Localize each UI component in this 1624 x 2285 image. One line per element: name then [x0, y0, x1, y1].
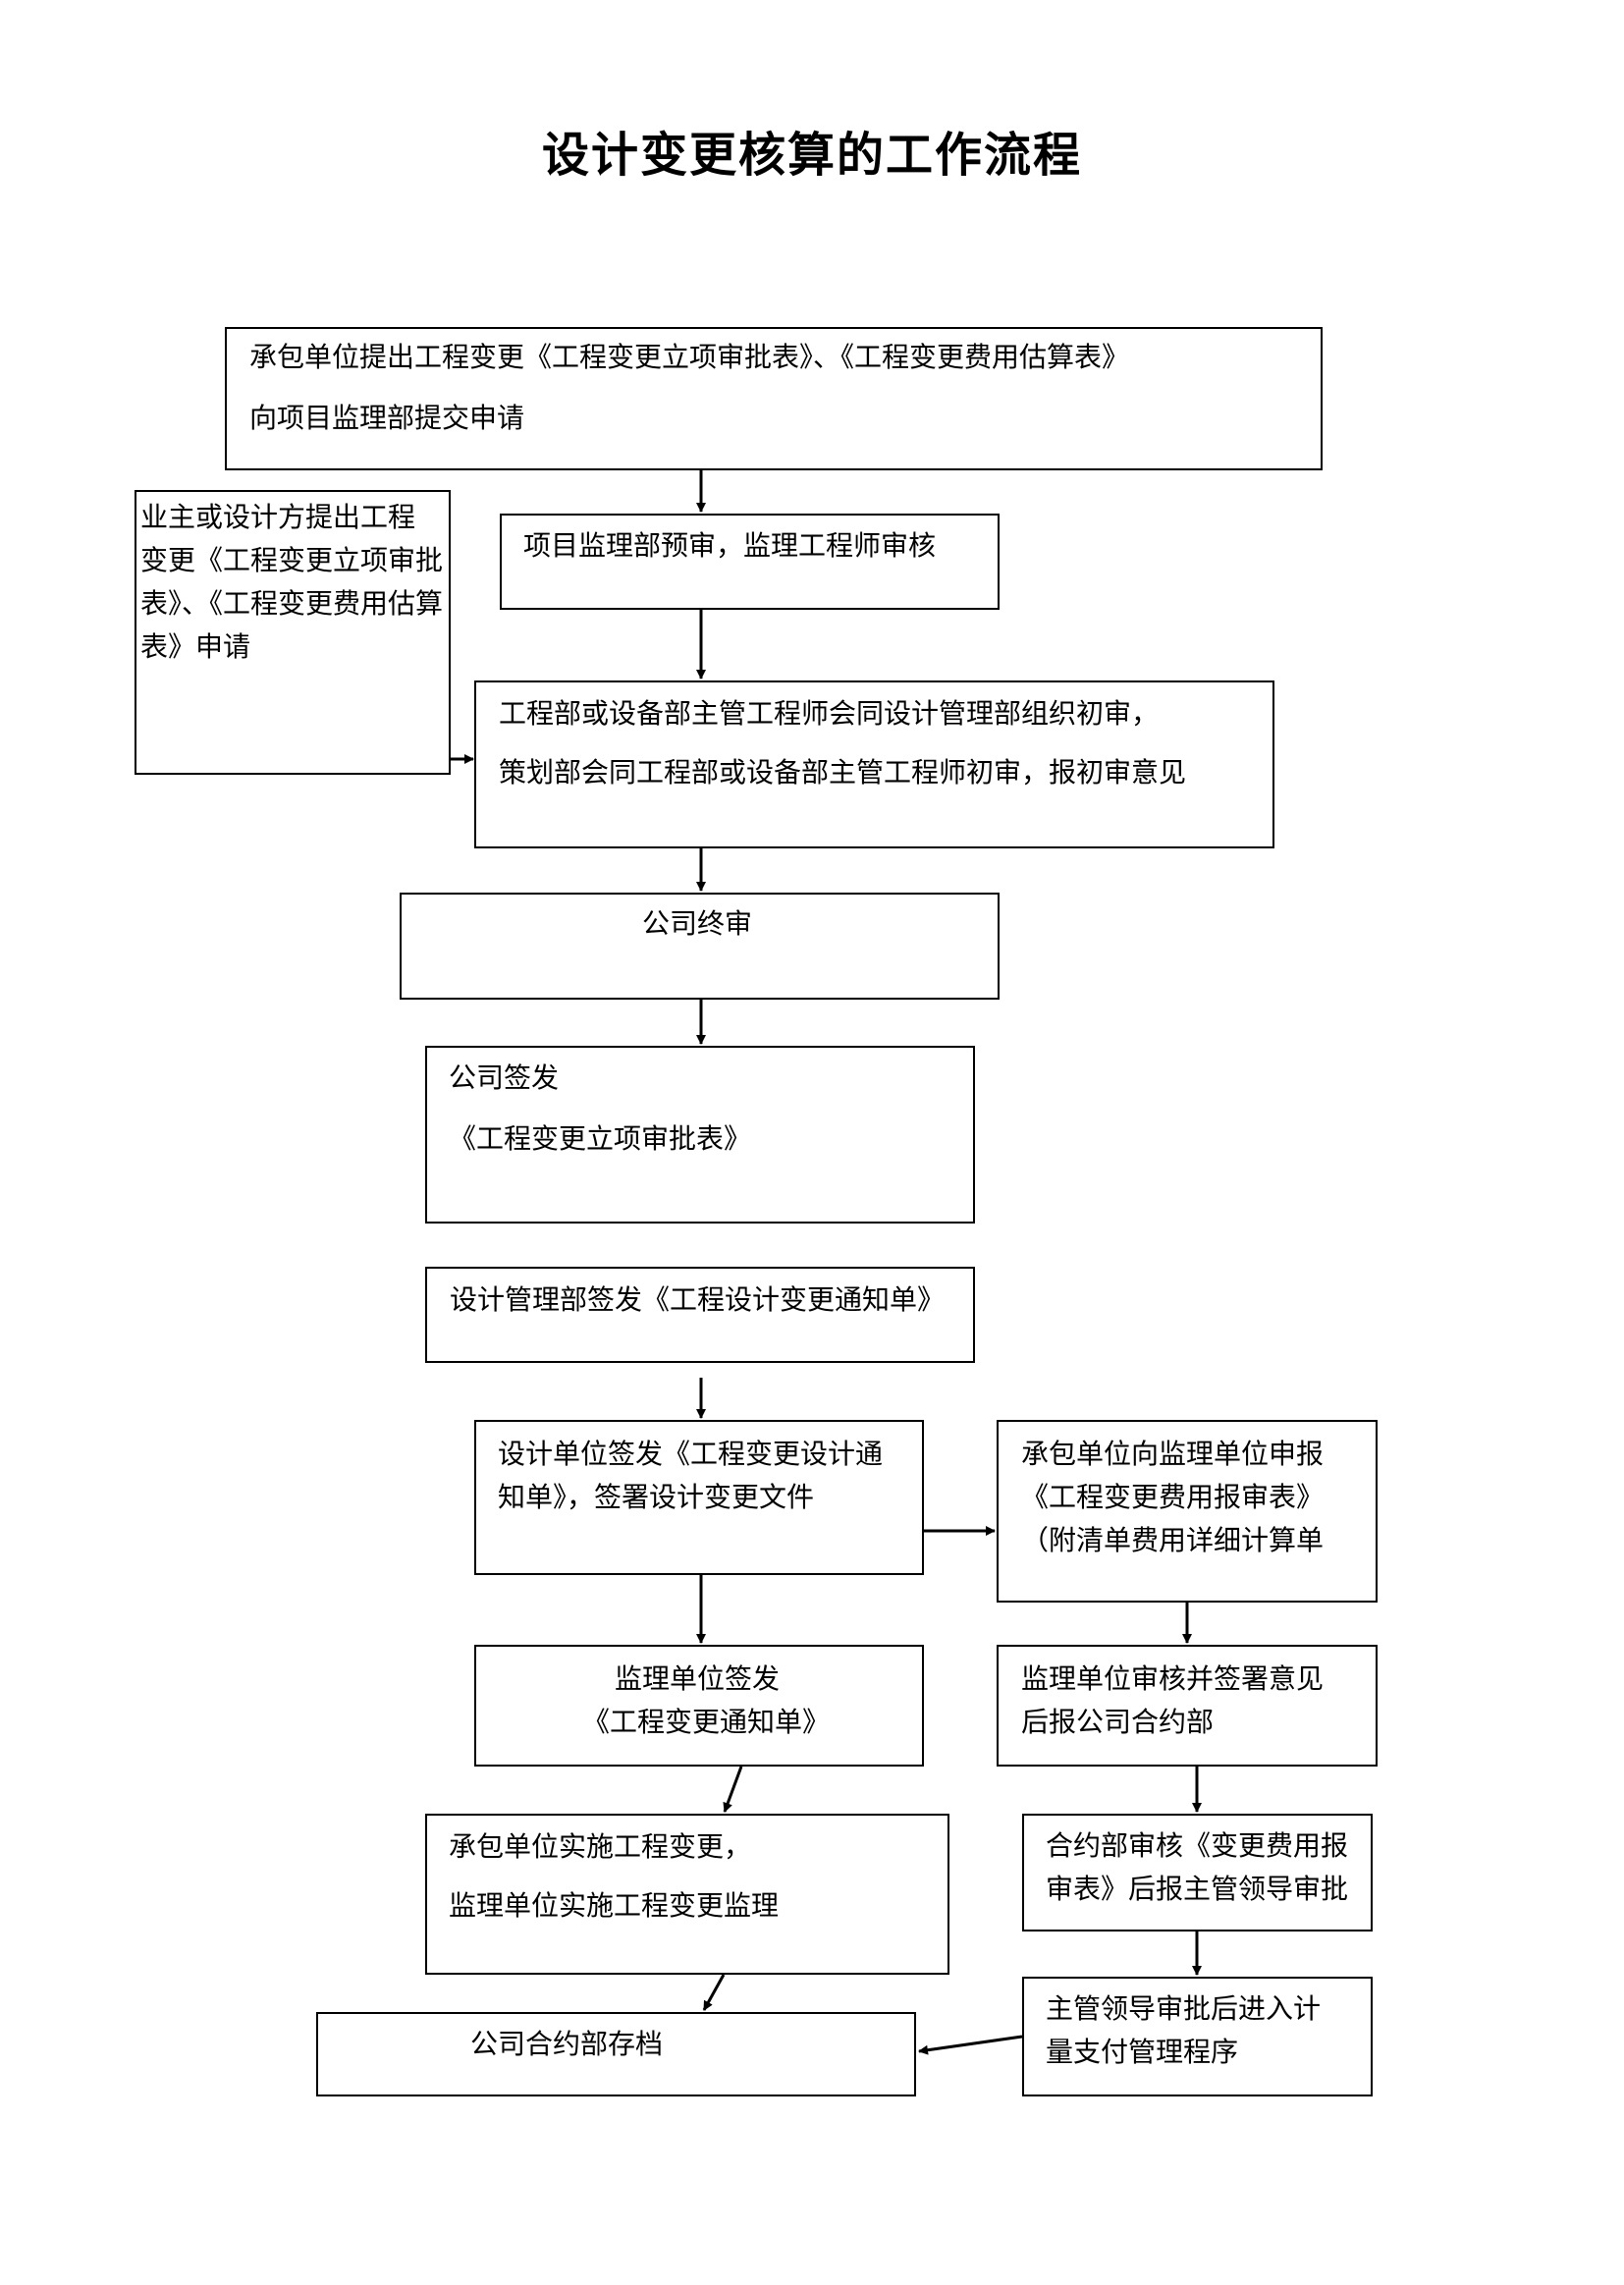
node-supervision-pre-review: 项目监理部预审，监理工程师审核	[500, 514, 1000, 610]
node-company-final-review: 公司终审	[400, 893, 1000, 1000]
node-contract-dept-review: 合约部审核《变更费用报 审表》后报主管领导审批	[1022, 1814, 1373, 1931]
node-text: 审表》后报主管领导审批	[1046, 1873, 1349, 1905]
node-text: 知单》，签署设计变更文件	[498, 1481, 815, 1513]
node-text: 承包单位向监理单位申报	[1021, 1438, 1325, 1470]
node-text: 主管领导审批后进入计	[1046, 1992, 1322, 2025]
node-text: 公司终审	[642, 907, 753, 940]
node-text: 监理单位审核并签署意见	[1021, 1662, 1325, 1695]
node-text: 表》申请	[140, 630, 251, 663]
node-contractor-report-cost: 承包单位向监理单位申报 《工程变更费用报审表》 （附清单费用详细计算单	[997, 1420, 1378, 1603]
node-text: 工程部或设备部主管工程师会同设计管理部组织初审，	[499, 697, 1160, 730]
node-design-dept-issue: 设计管理部签发《工程设计变更通知单》	[425, 1267, 975, 1363]
node-supervision-review-cost: 监理单位审核并签署意见 后报公司合约部	[997, 1645, 1378, 1767]
page-title: 设计变更核算的工作流程	[541, 128, 1082, 183]
node-company-issue: 公司签发 《工程变更立项审批表》	[425, 1046, 975, 1224]
node-text: 设计单位签发《工程变更设计通	[498, 1438, 884, 1470]
node-supervision-issue: 监理单位签发 《工程变更通知单》	[474, 1645, 924, 1767]
node-text: 向项目监理部提交申请	[249, 402, 525, 434]
node-initial-review: 工程部或设备部主管工程师会同设计管理部组织初审， 策划部会同工程部或设备部主管工…	[474, 680, 1274, 848]
node-text: 公司签发	[449, 1061, 560, 1094]
node-text: 合约部审核《变更费用报	[1046, 1829, 1349, 1862]
node-text: 项目监理部预审，监理工程师审核	[523, 529, 937, 562]
node-implement-change: 承包单位实施工程变更， 监理单位实施工程变更监理	[425, 1814, 949, 1975]
node-text: 策划部会同工程部或设备部主管工程师初审，报初审意见	[499, 756, 1187, 789]
arrow-implement-to-archive	[702, 1974, 726, 2011]
node-owner-submit: 业主或设计方提出工程 变更《工程变更立项审批 表》、《工程变更费用估算 表》申请	[135, 490, 451, 775]
node-text: 监理单位签发	[615, 1662, 781, 1695]
node-contract-dept-archive: 公司合约部存档	[316, 2012, 916, 2096]
node-text: 承包单位实施工程变更，	[449, 1830, 752, 1863]
node-text: 量支付管理程序	[1046, 2036, 1239, 2068]
node-text: 公司合约部存档	[470, 2028, 664, 2060]
node-design-unit-issue: 设计单位签发《工程变更设计通 知单》，签署设计变更文件	[474, 1420, 924, 1575]
node-text: 承包单位提出工程变更《工程变更立项审批表》、《工程变更费用估算表》	[249, 341, 1130, 373]
node-text: 变更《工程变更立项审批	[140, 544, 444, 576]
arrow-supervision-issue-to-implement	[723, 1766, 743, 1813]
node-text: 后报公司合约部	[1021, 1706, 1215, 1738]
arrow-leader-to-archive	[918, 2035, 1023, 2055]
node-text: 监理单位实施工程变更监理	[449, 1889, 780, 1922]
node-text: 表》、《工程变更费用估算	[140, 587, 444, 620]
node-text: 《工程变更费用报审表》	[1021, 1481, 1325, 1513]
node-leader-approval: 主管领导审批后进入计 量支付管理程序	[1022, 1977, 1373, 2096]
node-text: （附清单费用详细计算单	[1021, 1524, 1325, 1556]
node-text: 业主或设计方提出工程	[140, 501, 416, 533]
node-contractor-submit: 承包单位提出工程变更《工程变更立项审批表》、《工程变更费用估算表》 向项目监理部…	[225, 327, 1323, 470]
node-text: 《工程变更立项审批表》	[449, 1122, 752, 1155]
node-text: 设计管理部签发《工程设计变更通知单》	[450, 1283, 946, 1316]
node-text: 《工程变更通知单》	[582, 1706, 831, 1738]
